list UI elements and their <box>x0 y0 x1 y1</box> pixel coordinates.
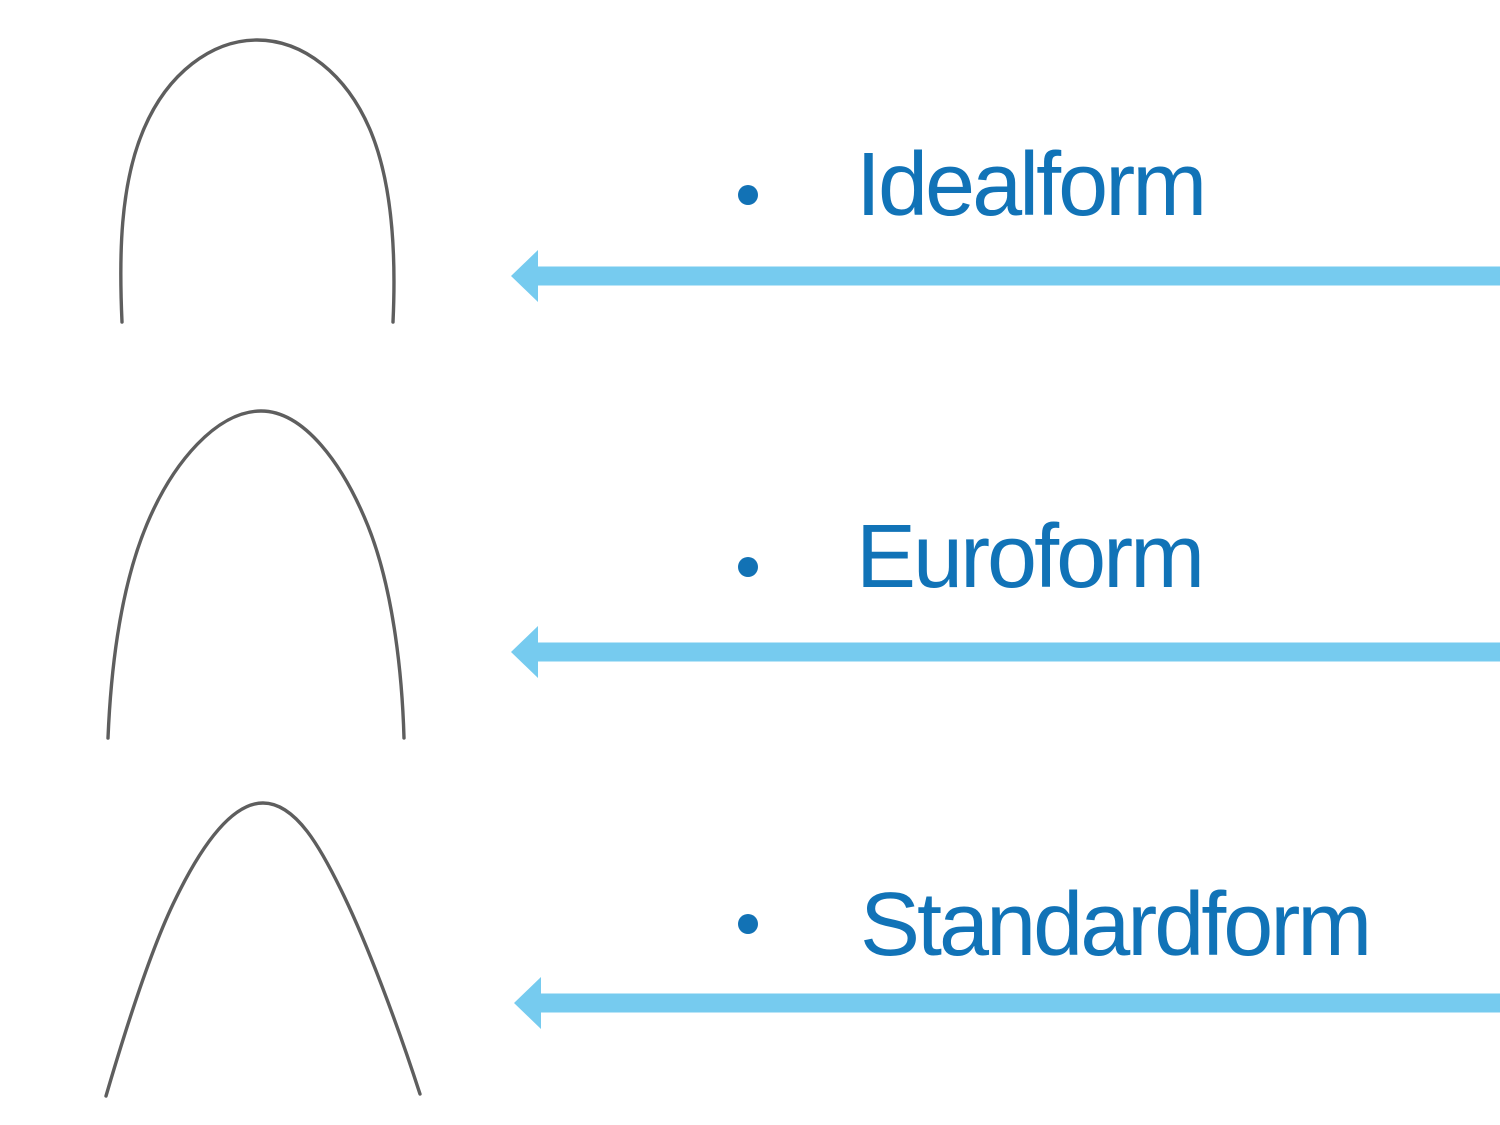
archform-label-standardform: Standardform <box>860 875 1372 975</box>
left-arrow-icon <box>511 250 1500 302</box>
bullet-dot <box>738 914 758 934</box>
left-arrow-shape <box>514 977 1500 1029</box>
euroform-wire-path <box>106 409 406 740</box>
left-arrow-icon <box>511 626 1500 678</box>
left-arrow-shape <box>511 626 1500 678</box>
left-arrow-shape <box>511 250 1500 302</box>
euroform-arch-image <box>106 409 406 740</box>
bullet-icon <box>738 185 758 205</box>
archform-label-idealform: Idealform <box>856 135 1207 235</box>
bullet-icon <box>738 557 758 577</box>
bullet-dot <box>738 185 758 205</box>
idealform-arch-image <box>119 38 396 324</box>
bullet-icon <box>738 914 758 934</box>
archform-label-euroform: Euroform <box>856 507 1205 607</box>
left-arrow-icon <box>514 977 1500 1029</box>
standardform-arch-image <box>104 801 422 1098</box>
standardform-wire-path <box>104 801 422 1098</box>
bullet-dot <box>738 557 758 577</box>
idealform-wire-path <box>119 38 396 324</box>
